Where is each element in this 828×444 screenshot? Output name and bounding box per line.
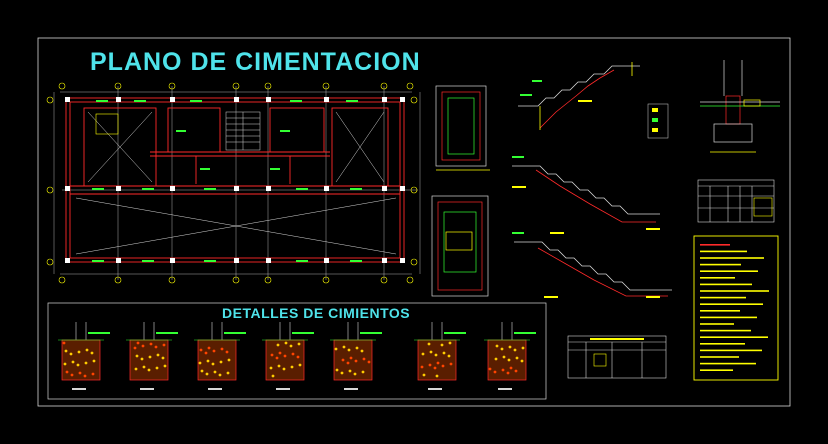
stair-details (512, 62, 672, 297)
wall-section-detail (700, 60, 780, 153)
footing-section (262, 322, 314, 390)
footing-section (194, 322, 246, 390)
footing-section (58, 322, 110, 390)
foundation-details-panel: DETALLES DE CIMIENTOS (47, 302, 547, 400)
foundation-plan (46, 82, 421, 284)
plan-title: PLANO DE CIMENTACION (90, 48, 421, 76)
column-detail-bottom (431, 195, 489, 297)
columns-table-bottom (567, 335, 667, 379)
technical-specs-box (693, 235, 779, 381)
footing-section (414, 322, 466, 390)
footing-section (484, 322, 536, 390)
sheet-frame (37, 37, 791, 407)
column-detail-top (435, 85, 490, 171)
footing-section (126, 322, 178, 390)
columns-schedule-table (697, 179, 775, 223)
footing-section (330, 322, 382, 390)
symbol-legend (647, 103, 669, 139)
details-subtitle: DETALLES DE CIMIENTOS (222, 305, 410, 321)
